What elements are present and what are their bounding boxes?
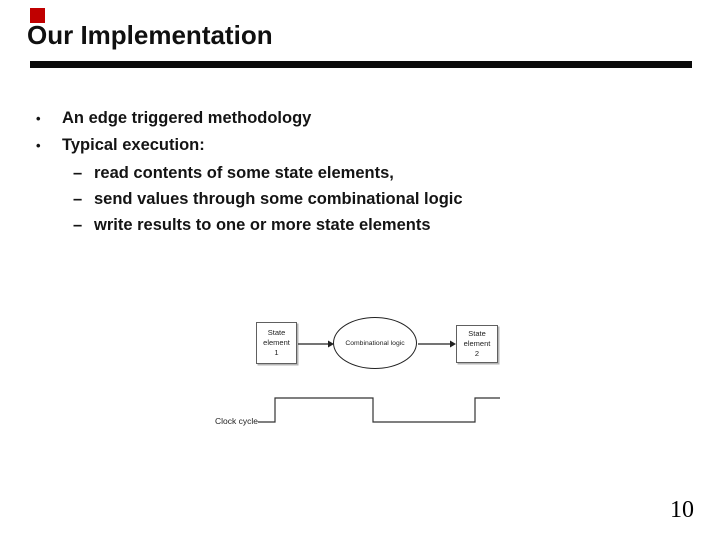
arrowhead-icon — [450, 340, 456, 348]
dash-marker: – — [73, 216, 83, 235]
bullet-text: write results to one or more state eleme… — [94, 216, 431, 235]
dash-marker: – — [73, 189, 83, 208]
bullet-text: An edge triggered methodology — [62, 109, 312, 127]
list-item: – send values through some combinational… — [36, 186, 596, 212]
bullet-text: Typical execution: — [62, 136, 205, 155]
title-divider-rule — [30, 61, 692, 68]
bullet-list: • An edge triggered methodology • Typica… — [36, 105, 596, 238]
bullet-text: send values through some combinational l… — [94, 189, 463, 208]
bullet-marker: • — [36, 111, 41, 126]
diagram-arrows — [298, 340, 456, 348]
state-element-1-box: State element 1 — [256, 322, 297, 364]
state-element-2-label: State — [468, 328, 486, 338]
bullet-marker: • — [36, 138, 41, 154]
page-title: Our Implementation — [27, 20, 273, 50]
list-item: – write results to one or more state ele… — [36, 212, 596, 238]
combinational-logic-label: Combinational logic — [345, 339, 405, 347]
list-item: • Typical execution: — [36, 132, 596, 159]
combinational-logic-ellipse: Combinational logic — [333, 317, 417, 369]
clock-waveform — [258, 397, 500, 423]
list-item: • An edge triggered methodology — [36, 105, 596, 132]
clock-cycle-label: Clock cycle — [215, 416, 258, 426]
list-item: – read contents of some state elements, — [36, 160, 596, 186]
page-number: 10 — [670, 497, 694, 523]
corner-accent-square — [30, 8, 45, 23]
state-element-2-box: State element 2 — [456, 325, 498, 363]
state-element-1-label: State — [267, 327, 286, 337]
bullet-text: read contents of some state elements, — [94, 163, 394, 182]
dash-marker: – — [73, 163, 83, 182]
arrowhead-icon — [328, 340, 334, 348]
